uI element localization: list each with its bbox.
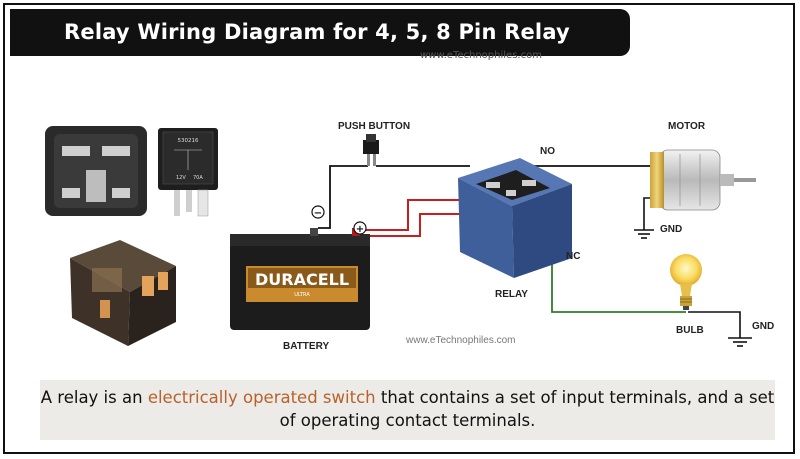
motor-image (650, 149, 756, 211)
wire-motor-gnd (643, 197, 652, 230)
page-title: Relay Wiring Diagram for 4, 5, 8 Pin Rel… (64, 20, 570, 44)
relay-label: RELAY (495, 289, 528, 300)
battery-sub-label: ULTRA (294, 292, 310, 298)
relay-code-label: 530216 (178, 138, 199, 144)
relay-volt-label: 12V (176, 175, 186, 181)
wire-bulb-gnd (688, 311, 741, 338)
battery-brand-label: DURACELL (255, 270, 349, 289)
wire-positive-to-common (360, 199, 470, 231)
caption-text: A relay is an electrically operated swit… (40, 386, 775, 432)
negative-terminal-symbol (311, 205, 325, 219)
caption-pre: A relay is an (40, 388, 148, 407)
title-banner (10, 9, 630, 56)
positive-terminal-symbol (353, 221, 367, 235)
plus-sign: + (356, 224, 364, 235)
no-terminal-label: NO (540, 146, 555, 157)
relay-amp-label: 70A (193, 175, 203, 181)
nc-terminal-label: NC (566, 251, 581, 262)
relay-main-image (458, 158, 572, 278)
push-button-label: PUSH BUTTON (338, 121, 411, 132)
caption-highlight: electrically operated switch (147, 388, 376, 407)
site-watermark-middle: www.eTechnophiles.com (406, 335, 516, 346)
motor-gnd-label: GND (660, 224, 683, 235)
bulb-image (670, 254, 702, 310)
wire-battery-positive (360, 213, 470, 237)
bulb-gnd-label: GND (752, 321, 775, 332)
battery-image: DURACELL ULTRA (230, 228, 370, 330)
site-watermark-top: www.eTechnophiles.com (420, 50, 542, 61)
caption-box (40, 380, 775, 440)
wire-battery-negative (318, 165, 368, 229)
caption-post: that contains a set of input terminals, … (279, 388, 775, 430)
minus-sign: − (314, 208, 322, 219)
motor-label: MOTOR (668, 121, 706, 132)
wire-nc-to-bulb (551, 248, 686, 313)
relay-5pin-image: 530216 12V 70A (158, 128, 218, 217)
relay-8pin-image (70, 240, 176, 346)
battery-label: BATTERY (283, 341, 330, 352)
relay-4pin-image (45, 126, 147, 216)
diagram-frame (3, 3, 795, 454)
push-button-image (363, 134, 379, 166)
bulb-label: BULB (676, 325, 704, 336)
